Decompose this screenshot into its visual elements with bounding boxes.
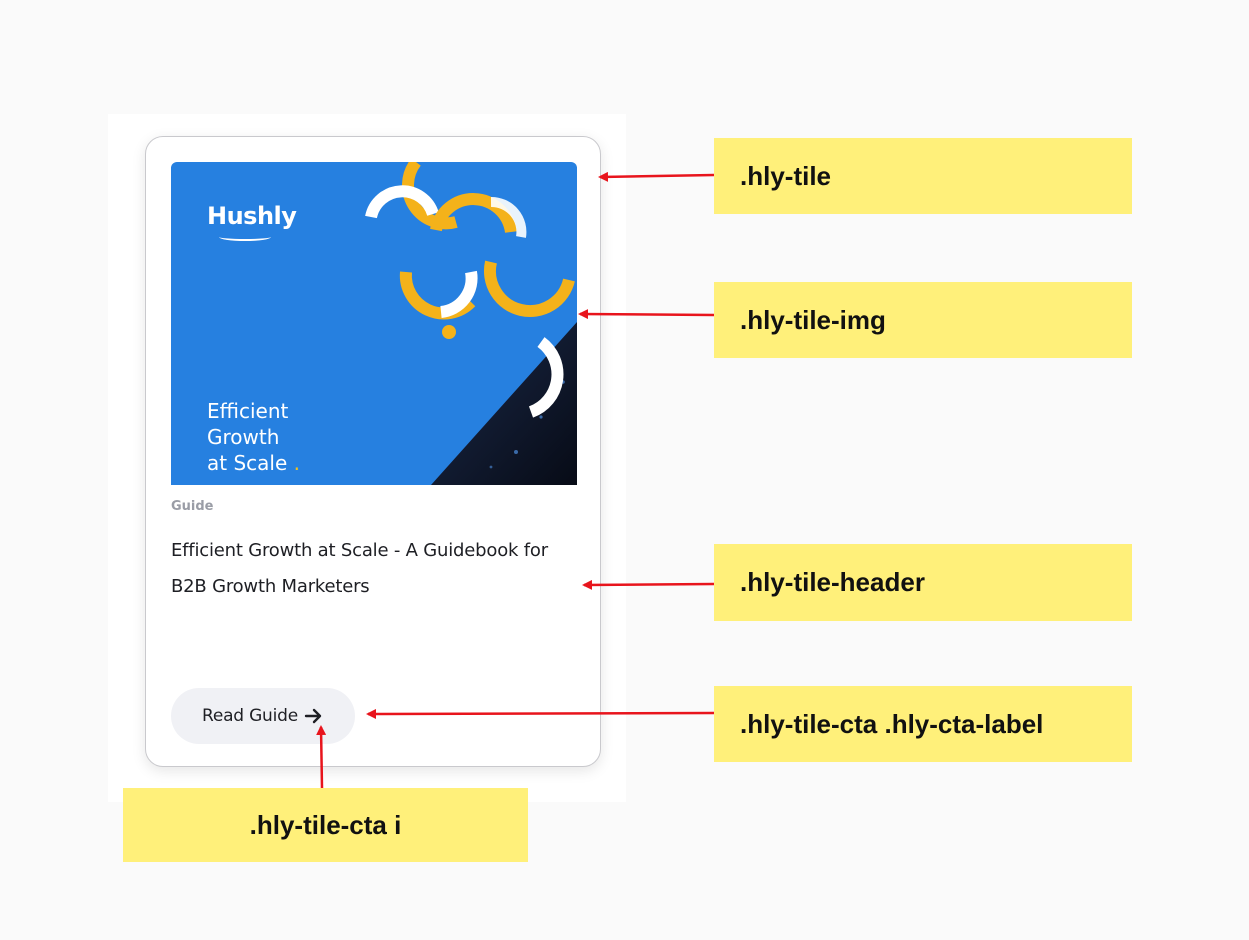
annotation-cta-label: .hly-tile-cta .hly-cta-label [714, 686, 1132, 762]
annotation-cta-icon: .hly-tile-cta i [123, 788, 528, 862]
image-title: Efficient Growth at Scale . [207, 398, 300, 476]
image-title-dot: . [294, 451, 300, 475]
content-tile[interactable]: Hushly Efficient Growth at Scale . Guide… [145, 136, 601, 767]
annotation-tile-img: .hly-tile-img [714, 282, 1132, 358]
dark-corner-shape [431, 322, 577, 485]
annotation-tile: .hly-tile [714, 138, 1132, 214]
image-title-line: Efficient [207, 398, 300, 424]
brand-logo: Hushly [207, 202, 296, 230]
cta-label: Read Guide [202, 706, 298, 726]
annotation-tile-header: .hly-tile-header [714, 544, 1132, 621]
tile-image[interactable]: Hushly Efficient Growth at Scale . [171, 162, 577, 485]
read-guide-button[interactable]: Read Guide [171, 688, 355, 744]
image-title-line: at Scale . [207, 450, 300, 476]
brand-swoosh [219, 233, 271, 241]
yellow-arc [490, 262, 569, 311]
yellow-dot [442, 325, 456, 339]
tile-header[interactable]: Efficient Growth at Scale - A Guidebook … [171, 533, 581, 605]
tile-type-label: Guide [171, 499, 214, 514]
arrow-right-icon [304, 706, 324, 726]
image-title-line: Growth [207, 424, 300, 450]
